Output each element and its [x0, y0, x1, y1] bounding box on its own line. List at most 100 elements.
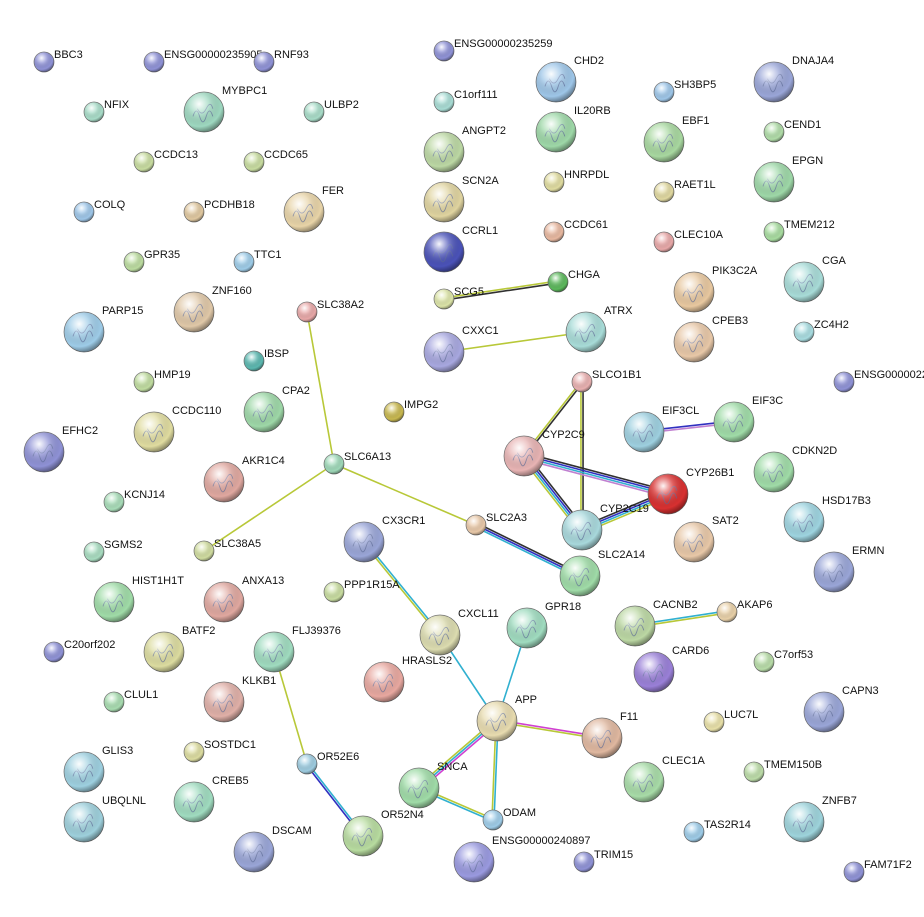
node-SCN2A[interactable]: SCN2A [423, 175, 499, 223]
node-ODAM[interactable]: ODAM [482, 807, 536, 831]
node-MYBPC1[interactable]: MYBPC1 [183, 85, 267, 133]
node-ZNF160[interactable]: ZNF160 [173, 285, 252, 333]
node-CCDC110[interactable]: CCDC110 [133, 405, 221, 453]
node-HSD17B3[interactable]: HSD17B3 [783, 495, 871, 543]
node-CAPN3[interactable]: CAPN3 [803, 685, 879, 733]
node-C1orf111[interactable]: C1orf111 [433, 89, 498, 113]
node-GPR18[interactable]: GPR18 [506, 601, 581, 649]
node-CLEC10A[interactable]: CLEC10A [653, 229, 724, 253]
node-SGMS2[interactable]: SGMS2 [83, 539, 143, 563]
node-CHGA[interactable]: CHGA [547, 269, 600, 293]
node-RAET1L[interactable]: RAET1L [653, 179, 716, 203]
node-PARP15[interactable]: PARP15 [63, 305, 143, 353]
node-NFIX[interactable]: NFIX [83, 99, 130, 123]
node-ANXA13[interactable]: ANXA13 [203, 575, 284, 623]
node-IBSP[interactable]: IBSP [243, 348, 289, 372]
node-GLIS3[interactable]: GLIS3 [63, 745, 133, 793]
node-ENSG00000240897[interactable]: ENSG00000240897 [453, 835, 590, 883]
node-CYP2C9[interactable]: CYP2C9 [503, 429, 585, 477]
node-SNCA[interactable]: SNCA [398, 761, 468, 809]
node-ATRX[interactable]: ATRX [565, 305, 633, 353]
node-ENSG00000235259[interactable]: ENSG00000235259 [433, 38, 552, 62]
node-FAM71F2[interactable]: FAM71F2 [843, 859, 912, 883]
node-TMEM212[interactable]: TMEM212 [763, 219, 835, 243]
node-ZC4H2[interactable]: ZC4H2 [793, 319, 849, 343]
node-COLQ[interactable]: COLQ [73, 199, 126, 223]
node-CPA2[interactable]: CPA2 [243, 385, 310, 433]
node-GPR35[interactable]: GPR35 [123, 249, 180, 273]
node-PIK3C2A[interactable]: PIK3C2A [673, 265, 758, 313]
node-CCDC65[interactable]: CCDC65 [243, 149, 308, 173]
node-SLC6A13[interactable]: SLC6A13 [323, 451, 391, 475]
node-CYP26B1[interactable]: CYP26B1 [647, 467, 734, 515]
node-C7orf53[interactable]: C7orf53 [753, 649, 813, 673]
node-APP[interactable]: APP [476, 694, 537, 742]
node-CGA[interactable]: CGA [783, 255, 847, 303]
node-OR52N4[interactable]: OR52N4 [342, 809, 424, 857]
node-ERMN[interactable]: ERMN [813, 545, 884, 593]
node-CLUL1[interactable]: CLUL1 [103, 689, 158, 713]
node-LUC7L[interactable]: LUC7L [703, 709, 758, 733]
node-IMPG2[interactable]: IMPG2 [383, 399, 438, 423]
node-AKAP6[interactable]: AKAP6 [716, 599, 772, 623]
node-CPEB3[interactable]: CPEB3 [673, 315, 748, 363]
node-BATF2[interactable]: BATF2 [143, 625, 215, 673]
node-SLCO1B1[interactable]: SLCO1B1 [571, 369, 642, 393]
node-CXCL11[interactable]: CXCL11 [419, 608, 499, 656]
node-CCDC61[interactable]: CCDC61 [543, 219, 608, 243]
node-CYP2C19[interactable]: CYP2C19 [561, 503, 649, 551]
node-CLEC1A[interactable]: CLEC1A [623, 755, 705, 803]
node-CXXC1[interactable]: CXXC1 [423, 325, 499, 373]
node-FLJ39376[interactable]: FLJ39376 [253, 625, 341, 673]
node-HIST1H1T[interactable]: HIST1H1T [93, 575, 184, 623]
node-KLKB1[interactable]: KLKB1 [203, 675, 276, 723]
node-SLC2A14[interactable]: SLC2A14 [559, 549, 645, 597]
node-CEND1[interactable]: CEND1 [763, 119, 821, 143]
node-TMEM150B[interactable]: TMEM150B [743, 759, 822, 783]
node-OR52E6[interactable]: OR52E6 [296, 751, 359, 775]
node-EPGN[interactable]: EPGN [753, 155, 823, 203]
node-ENSG00000235905[interactable]: ENSG00000235905 [143, 49, 262, 73]
node-CACNB2[interactable]: CACNB2 [614, 599, 698, 647]
node-ULBP2[interactable]: ULBP2 [303, 99, 359, 123]
node-HNRPDL[interactable]: HNRPDL [543, 169, 609, 193]
node-PPP1R15A[interactable]: PPP1R15A [323, 579, 400, 603]
node-AKR1C4[interactable]: AKR1C4 [203, 455, 285, 503]
node-CARD6[interactable]: CARD6 [633, 645, 709, 693]
node-EFHC2[interactable]: EFHC2 [23, 425, 98, 473]
node-SLC38A2[interactable]: SLC38A2 [296, 299, 364, 323]
node-SLC38A5[interactable]: SLC38A5 [193, 538, 261, 562]
node-F11[interactable]: F11 [581, 711, 638, 759]
node-HRASLS2[interactable]: HRASLS2 [363, 655, 452, 703]
node-SLC2A3[interactable]: SLC2A3 [465, 512, 527, 536]
node-ANGPT2[interactable]: ANGPT2 [423, 125, 506, 173]
node-CDKN2D[interactable]: CDKN2D [753, 445, 837, 493]
node-FER[interactable]: FER [283, 185, 344, 233]
node-IL20RB[interactable]: IL20RB [535, 105, 611, 153]
node-EBF1[interactable]: EBF1 [643, 115, 710, 163]
node-ENSG0000022[interactable]: ENSG0000022 [833, 369, 924, 393]
node-CX3CR1[interactable]: CX3CR1 [343, 515, 425, 563]
node-SOSTDC1[interactable]: SOSTDC1 [183, 739, 256, 763]
node-ZNFB7[interactable]: ZNFB7 [783, 795, 857, 843]
node-TTC1[interactable]: TTC1 [233, 249, 282, 273]
node-TAS2R14[interactable]: TAS2R14 [683, 819, 751, 843]
node-CCRL1[interactable]: CCRL1 [423, 225, 498, 273]
node-EIF3C[interactable]: EIF3C [713, 395, 783, 443]
node-SCG5[interactable]: SCG5 [433, 286, 484, 310]
node-SAT2[interactable]: SAT2 [673, 515, 739, 563]
node-UBQLNL[interactable]: UBQLNL [63, 795, 146, 843]
node-RNF93[interactable]: RNF93 [253, 49, 309, 73]
node-DNAJA4[interactable]: DNAJA4 [753, 55, 834, 103]
node-BBC3[interactable]: BBC3 [33, 49, 83, 73]
node-EIF3CL[interactable]: EIF3CL [623, 405, 699, 453]
node-PCDHB18[interactable]: PCDHB18 [183, 199, 255, 223]
node-HMP19[interactable]: HMP19 [133, 369, 191, 393]
node-CHD2[interactable]: CHD2 [535, 55, 604, 103]
node-DSCAM[interactable]: DSCAM [233, 825, 312, 873]
node-SH3BP5[interactable]: SH3BP5 [653, 79, 716, 103]
node-C20orf202[interactable]: C20orf202 [43, 639, 115, 663]
node-KCNJ14[interactable]: KCNJ14 [103, 489, 165, 513]
node-TRIM15[interactable]: TRIM15 [573, 849, 633, 873]
node-CREB5[interactable]: CREB5 [173, 775, 249, 823]
